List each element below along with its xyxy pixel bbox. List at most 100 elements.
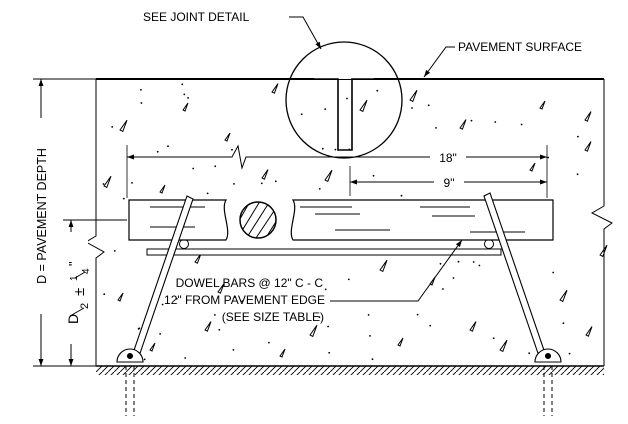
aggregate-dot	[324, 108, 327, 110]
mid-depth-label: D 2 ± 1 4 "	[65, 261, 92, 324]
aggregate-dot	[113, 250, 116, 252]
dowel-callout-line3: (SEE SIZE TABLE)	[222, 310, 324, 324]
aggregate-stone	[271, 83, 279, 94]
aggregate-dot	[552, 271, 555, 274]
aggregate-dot	[367, 314, 370, 316]
dowel-callout-leader	[330, 239, 463, 302]
aggregate-stone	[309, 324, 318, 338]
joint-detail	[285, 41, 403, 159]
aggregate-dot	[111, 126, 114, 128]
aggregate-dot	[140, 102, 143, 104]
dowel-bar-section	[239, 201, 277, 239]
aggregate-dot	[232, 349, 235, 351]
aggregate-stone	[599, 244, 608, 258]
aggregate-dot	[233, 183, 235, 185]
aggregate-dot	[137, 328, 140, 330]
aggregate-stone	[499, 339, 508, 353]
basket-wire-right	[484, 239, 494, 249]
aggregate-stone	[324, 169, 333, 183]
aggregate-dot	[206, 192, 209, 195]
aggregate-dot	[131, 182, 133, 184]
aggregate-dot	[577, 135, 579, 138]
aggregate-dot	[452, 277, 455, 279]
aggregate-dot	[457, 260, 460, 263]
dowel-callout-line2: 12" FROM PAVEMENT EDGE	[164, 293, 325, 307]
joint-detail-leader	[289, 16, 322, 50]
aggregate-dot	[143, 358, 146, 361]
basket-rail	[146, 239, 502, 256]
aggregate-dot	[371, 358, 374, 361]
aggregate-dot	[140, 88, 142, 91]
aggregate-dot	[576, 173, 579, 176]
aggregate-dot	[241, 300, 244, 303]
aggregate-stone	[379, 259, 388, 273]
aggregate-stone	[359, 99, 368, 113]
aggregate-stone	[182, 102, 189, 112]
aggregate-dot	[494, 121, 497, 123]
mid-depth-inch: "	[66, 261, 81, 266]
bar-length-label: 18"	[439, 151, 457, 165]
aggregate-dot	[400, 194, 403, 197]
aggregate-dot	[183, 93, 186, 96]
bar-length-text-mask	[430, 149, 466, 165]
aggregate-dot	[369, 335, 371, 337]
aggregate-dot	[156, 150, 159, 153]
aggregate-dot	[321, 147, 324, 150]
concrete-aggregate	[102, 83, 608, 361]
dowel-bar-shading	[150, 206, 525, 233]
aggregate-dot	[327, 325, 329, 328]
mid-depth-fraction-bar	[69, 307, 85, 317]
aggregate-dot	[103, 293, 106, 296]
aggregate-dot	[411, 107, 413, 109]
aggregate-dot	[439, 262, 442, 265]
aggregate-dot	[427, 104, 430, 107]
half-length-label: 9"	[444, 176, 455, 190]
subgrade-hatch	[96, 366, 604, 375]
aggregate-stone	[279, 348, 286, 358]
aggregate-dot	[260, 182, 263, 185]
aggregate-dot	[318, 188, 321, 190]
aggregate-dot	[435, 127, 437, 129]
anchor-clips	[116, 348, 562, 363]
dowel-callout-line1: DOWEL BARS @ 12" C - C	[176, 276, 324, 290]
aggregate-stone	[585, 326, 593, 337]
aggregate-dot	[328, 351, 331, 354]
bar-length-dimension	[126, 144, 548, 198]
pavement-surface-callout: PAVEMENT SURFACE	[423, 40, 582, 78]
aggregate-dot	[562, 322, 565, 325]
aggregate-dot	[175, 297, 178, 300]
anchor-pins	[125, 366, 553, 416]
aggregate-dot	[214, 314, 216, 316]
aggregate-dot	[520, 123, 523, 126]
aggregate-dot	[214, 165, 217, 168]
aggregate-dot	[470, 119, 473, 122]
aggregate-dot	[167, 145, 169, 148]
depth-text-mask	[32, 118, 50, 314]
half-length-text-mask	[434, 174, 464, 190]
aggregate-dot	[184, 357, 187, 359]
aggregate-stone	[204, 321, 212, 332]
aggregate-dot	[318, 316, 321, 318]
pavement-surface-label: PAVEMENT SURFACE	[458, 40, 582, 54]
mid-depth-denominator: 2	[79, 303, 91, 309]
aggregate-dot	[234, 296, 237, 298]
pavement-depth-label: D = PAVEMENT DEPTH	[35, 148, 49, 284]
aggregate-stone	[469, 321, 477, 332]
aggregate-stone	[584, 141, 592, 152]
aggregate-stone	[217, 283, 225, 294]
aggregate-dot	[346, 97, 348, 100]
joint-detail-callout: SEE JOINT DETAIL	[143, 10, 322, 50]
bar-length-dim-line	[127, 144, 547, 170]
aggregate-stone	[117, 292, 124, 302]
aggregate-stone	[224, 132, 231, 142]
aggregate-dot	[274, 180, 277, 183]
mid-depth-plus-minus: ±	[71, 288, 88, 296]
aggregate-stone	[529, 162, 536, 172]
aggregate-dot	[347, 278, 350, 281]
joint-detail-label: SEE JOINT DETAIL	[143, 10, 250, 24]
aggregate-dot	[102, 183, 105, 185]
aggregate-dot	[181, 83, 184, 86]
aggregate-dot	[376, 89, 379, 92]
aggregate-stone	[559, 289, 568, 303]
aggregate-dot	[324, 288, 327, 291]
